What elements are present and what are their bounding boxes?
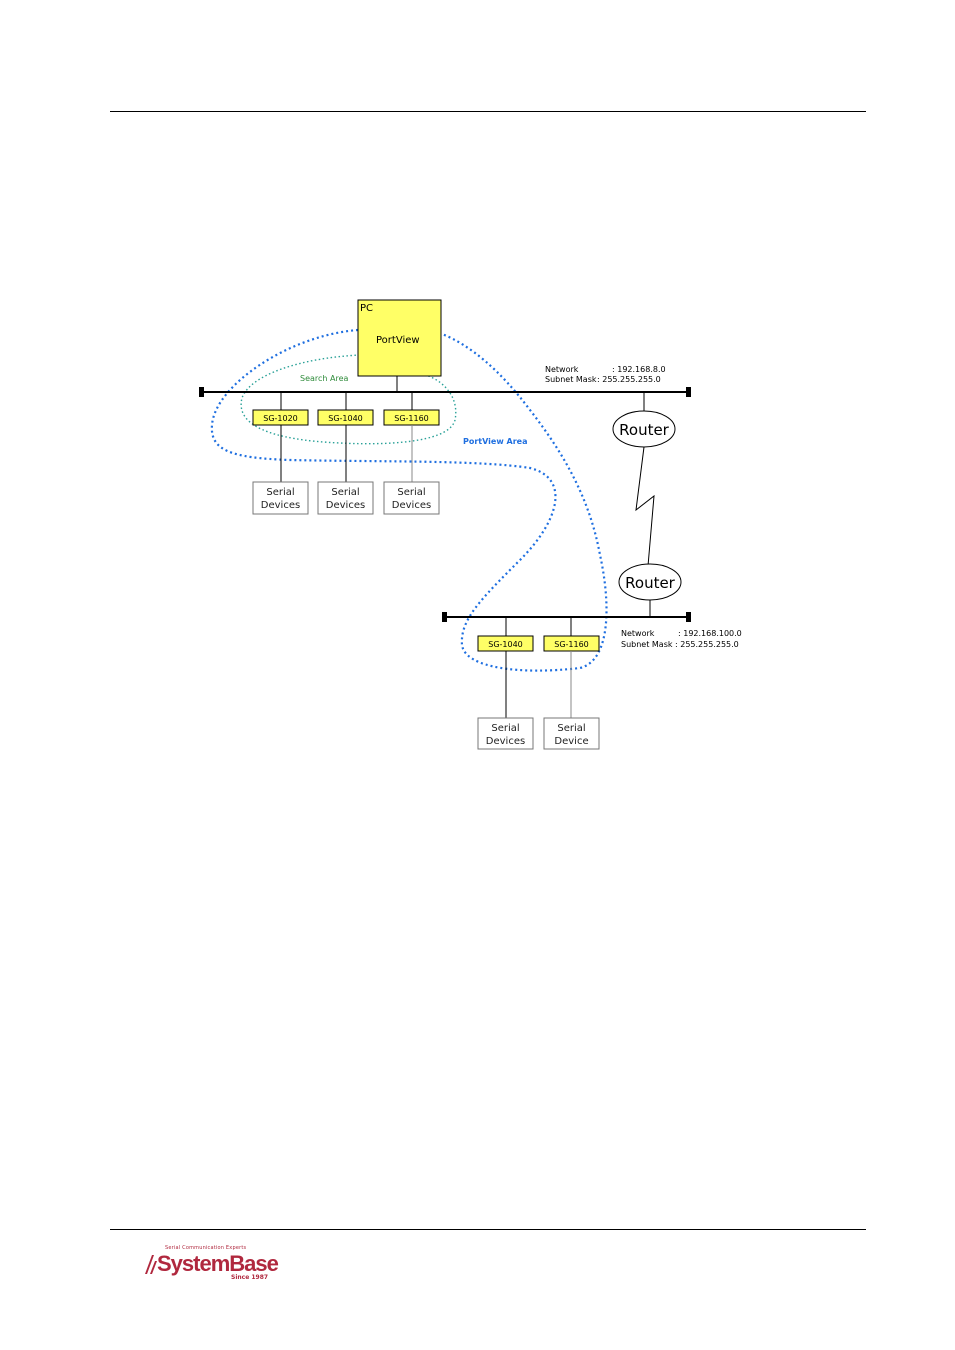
device-line-1: Serial [557,723,585,734]
network1-serial-device-1[interactable]: Serial Devices [252,481,309,515]
network2-mask-label: Subnet Mask [621,640,673,649]
network2-gateway-1[interactable]: SG-1040 [477,617,534,718]
network2-mask-value: : 255.255.255.0 [675,640,739,649]
network1-bus-end-right [686,387,691,397]
network1-gateway-3[interactable]: SG-1160 [383,392,440,482]
network1-mask-value: : 255.255.255.0 [597,375,661,384]
logo-mark-icon [145,1255,157,1274]
network2-network-label: Network [621,629,655,638]
device-line-2: Devices [486,736,525,747]
systembase-logo: Serial Communication Experts SystemBase … [143,1245,283,1285]
footer-rule [110,1229,866,1230]
router-label: Router [625,574,676,592]
network2-serial-device-2[interactable]: Serial Device [543,717,600,750]
header-rule [110,111,866,112]
device-line-2: Device [554,736,588,747]
network1-network-value: : 192.168.8.0 [612,365,666,374]
wan-link [635,446,655,567]
device-line-2: Devices [392,500,431,511]
gateway-label: SG-1040 [488,640,523,649]
gateway-label: SG-1160 [554,640,589,649]
logo-name: SystemBase [157,1251,279,1276]
device-line-1: Serial [331,487,359,498]
network1-gateway-2[interactable]: SG-1040 [317,392,374,482]
network1-serial-device-3[interactable]: Serial Devices [383,481,440,515]
gateway-label: SG-1160 [394,414,429,423]
device-line-1: Serial [397,487,425,498]
pc-box[interactable] [357,299,442,377]
portview-label: PortView [376,335,420,346]
device-line-2: Devices [326,500,365,511]
network1-bus-end-left [199,387,204,397]
router-2[interactable]: Router [618,563,682,601]
device-line-1: Serial [491,723,519,734]
device-line-1: Serial [266,487,294,498]
network1-serial-device-2[interactable]: Serial Devices [317,481,374,515]
network1-mask-label: Subnet Mask [545,375,597,384]
network1-network-label: Network [545,365,579,374]
network1-gateway-1[interactable]: SG-1020 [252,392,309,482]
network2-bus-end-left [442,612,447,622]
portview-area-outline [210,328,608,672]
network2-gateway-2[interactable]: SG-1160 [543,617,600,718]
gateway-label: SG-1040 [328,414,363,423]
network2-network-value: : 192.168.100.0 [678,629,742,638]
logo-since: Since 1987 [231,1274,269,1281]
search-area-label: Search Area [300,374,349,383]
router-label: Router [619,421,670,439]
pc-label: PC [360,303,373,314]
router-1[interactable]: Router [612,410,676,448]
network2-serial-device-1[interactable]: Serial Devices [477,717,534,750]
gateway-label: SG-1020 [263,414,298,423]
portview-area-label: PortView Area [463,437,527,446]
device-line-2: Devices [261,500,300,511]
logo-tagline: Serial Communication Experts [165,1245,247,1251]
network2-bus-end-right [686,612,691,622]
